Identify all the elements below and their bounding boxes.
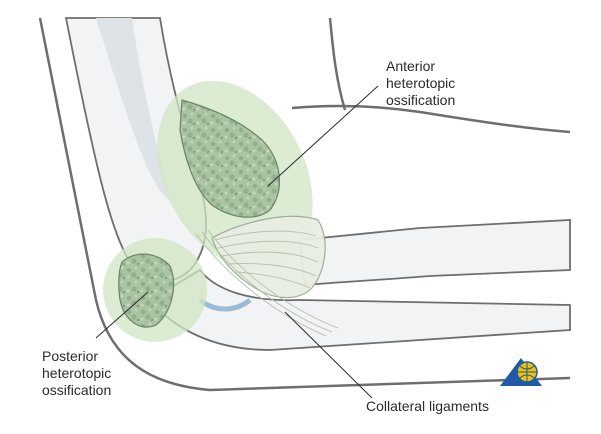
globe-triangle-logo [500, 358, 542, 386]
collateral-label-text: Collateral ligaments [366, 398, 489, 414]
anterior-leader-line [267, 85, 379, 187]
anterior-label-line-1: Anterior [386, 58, 436, 74]
ulna-bone [148, 268, 571, 351]
humerus-shade [96, 18, 170, 200]
posterior-ossification-mass [118, 253, 175, 328]
anterior-label-line-3: ossification [386, 92, 456, 108]
collateral-ligaments-label: Collateral ligaments [366, 398, 489, 415]
posterior-label-line-2: heterotopic [42, 365, 112, 381]
radius-bone [299, 219, 571, 286]
forearm-top-outline [291, 104, 571, 134]
anterior-ossification-mass [179, 99, 281, 218]
collateral-ligament-fibers [195, 229, 339, 337]
collateral-leader-line [284, 311, 373, 399]
posterior-label-line-1: Posterior [42, 348, 99, 364]
anterior-label-line-2: heterotopic [386, 75, 456, 91]
collateral-ligament-bundle [211, 215, 326, 299]
anterior-ossification-label: Anterior heterotopic ossification [386, 58, 455, 109]
posterior-leader-line [95, 291, 149, 339]
arm-skin-outline [38, 17, 571, 392]
upper-arm-outline [328, 17, 347, 111]
posterior-label-line-3: ossification [42, 382, 112, 398]
posterior-ossification-label: Posterior heterotopic ossification [42, 348, 111, 399]
